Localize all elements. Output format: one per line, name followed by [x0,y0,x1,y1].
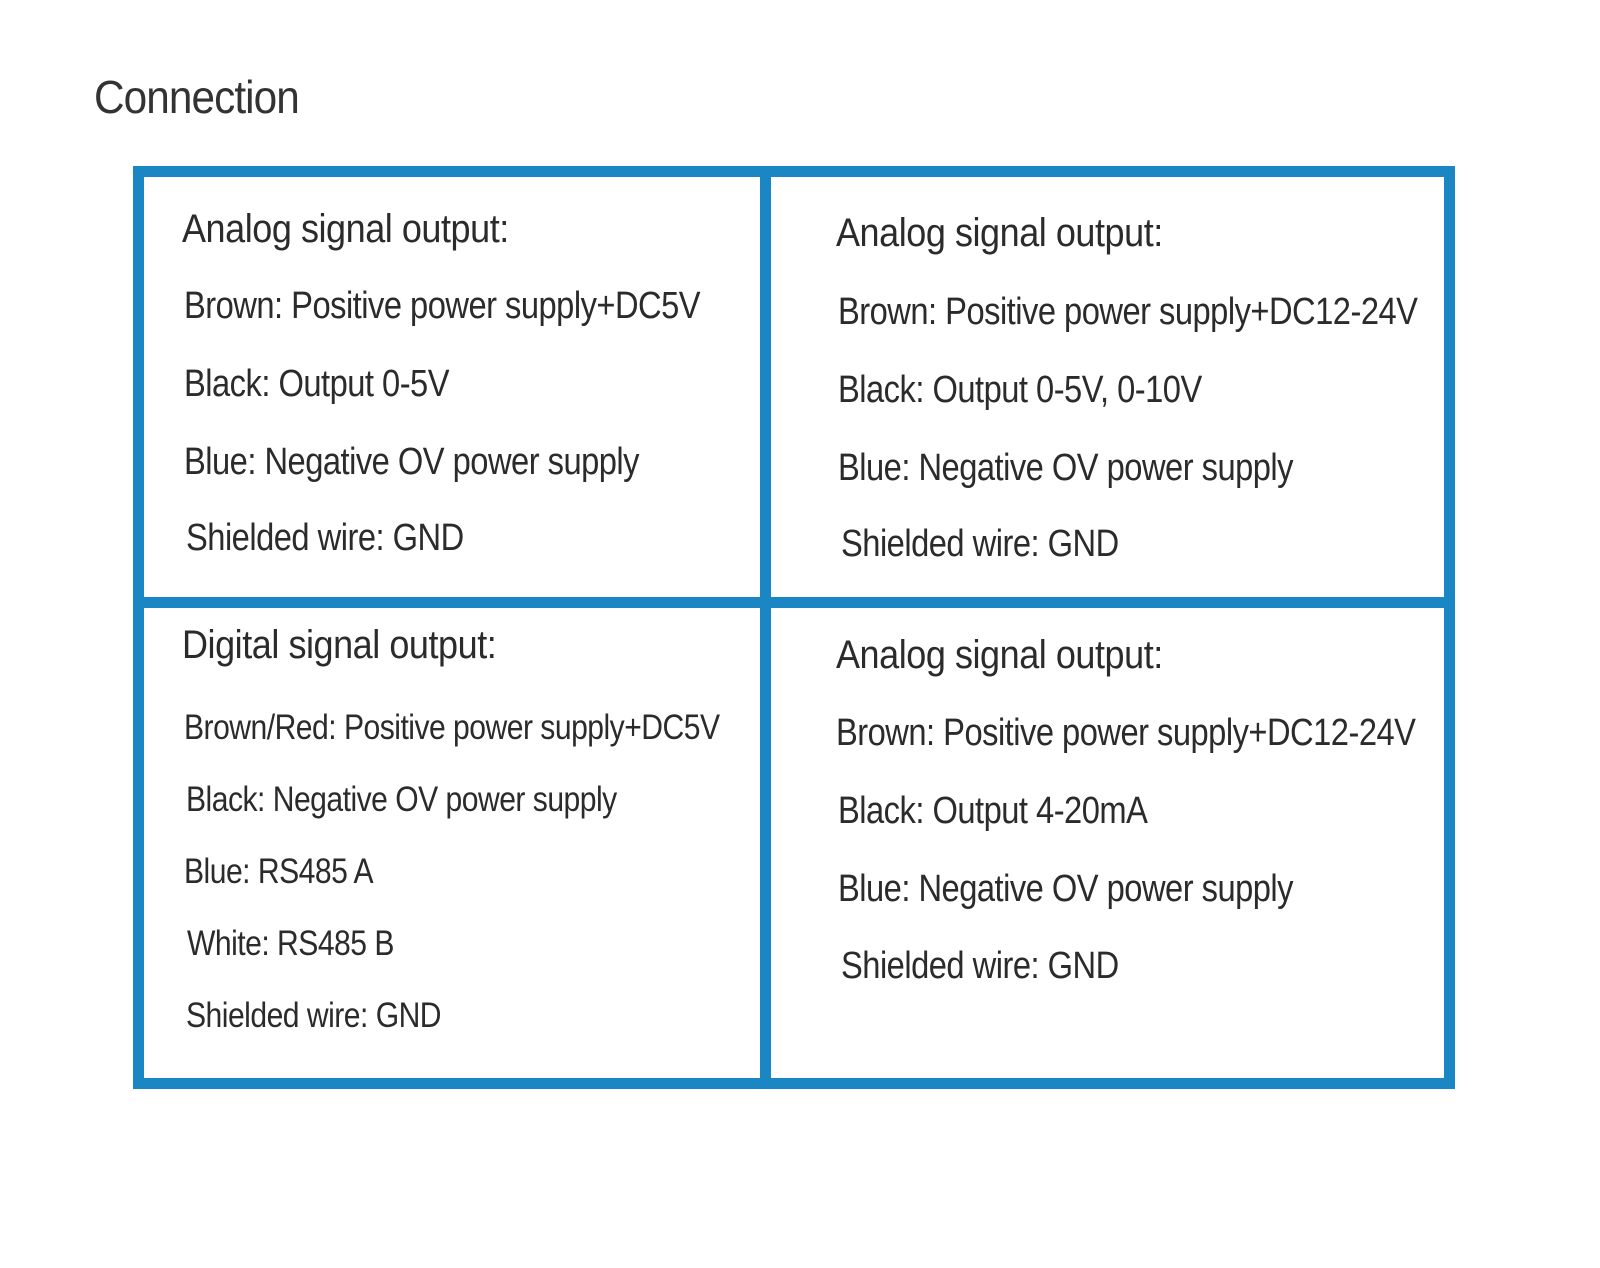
page-title: Connection [94,71,300,123]
wire-line: Brown: Positive power supply+DC12-24V [838,291,1418,333]
wire-line: White: RS485 B [187,924,394,963]
cell-bottom-left: Digital signal output: Brown/Red: Positi… [144,608,771,1078]
wire-line: Black: Output 0-5V, 0-10V [838,369,1202,411]
cell-heading: Analog signal output: [836,633,1163,677]
wire-line: Shielded wire: GND [841,945,1119,987]
cell-heading: Analog signal output: [836,211,1163,255]
cell-top-left: Analog signal output: Brown: Positive po… [144,177,771,608]
cell-heading: Digital signal output: [182,623,497,667]
wire-line: Black: Output 4-20mA [838,790,1148,832]
cell-heading: Analog signal output: [182,207,509,251]
wire-line: Black: Negative OV power supply [186,780,617,819]
cell-top-right: Analog signal output: Brown: Positive po… [771,177,1444,608]
wire-line: Brown: Positive power supply+DC12-24V [836,712,1416,754]
wire-line: Blue: Negative OV power supply [184,441,640,483]
wire-line: Shielded wire: GND [186,996,442,1035]
wire-line: Shielded wire: GND [186,517,464,559]
wire-line: Shielded wire: GND [841,523,1119,565]
wire-line: Blue: Negative OV power supply [838,868,1294,910]
cell-bottom-right: Analog signal output: Brown: Positive po… [771,608,1444,1078]
wire-line: Blue: RS485 A [184,852,374,891]
connection-table: Analog signal output: Brown: Positive po… [133,166,1455,1089]
wire-line: Brown: Positive power supply+DC5V [184,285,701,327]
wire-line: Brown/Red: Positive power supply+DC5V [184,708,720,747]
wire-line: Blue: Negative OV power supply [838,447,1294,489]
wire-line: Black: Output 0-5V [184,363,450,405]
